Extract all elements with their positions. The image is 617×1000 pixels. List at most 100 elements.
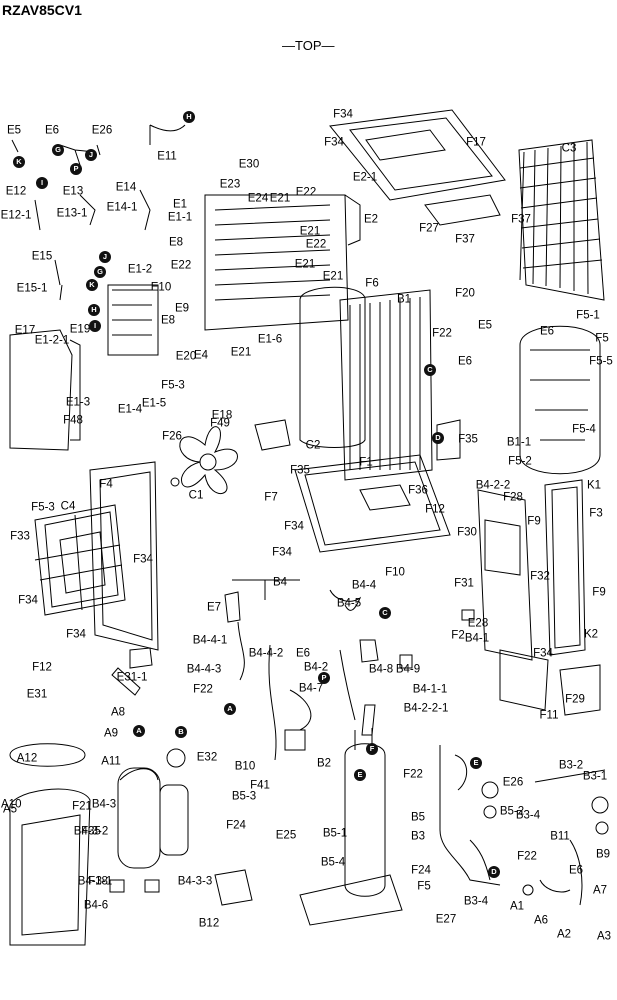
part-label: E15-1 xyxy=(16,282,48,295)
part-label: E12 xyxy=(5,185,27,198)
part-label: B4-2-2 xyxy=(475,479,511,492)
connector-tag: E xyxy=(470,757,482,769)
connector-tag: E xyxy=(354,769,366,781)
part-label: E32 xyxy=(196,751,218,764)
part-label: F22 xyxy=(517,850,537,863)
part-label: B4-5 xyxy=(336,597,362,610)
part-label: F5-1 xyxy=(576,309,600,322)
part-label: A8 xyxy=(110,706,126,719)
part-label: F22 xyxy=(403,768,423,781)
part-label: E21 xyxy=(294,258,316,271)
part-label: E13-1 xyxy=(56,207,88,220)
part-label: C4 xyxy=(60,500,76,513)
connector-tag: K xyxy=(86,279,98,291)
part-label: B3-4 xyxy=(515,809,541,822)
insulation-sheet-drawing xyxy=(9,329,81,451)
part-label: B2 xyxy=(316,757,332,770)
part-label: E11 xyxy=(157,150,177,163)
part-label: F5-4 xyxy=(572,423,596,436)
right-front-panel-drawing xyxy=(461,479,601,716)
part-label: A6 xyxy=(533,914,549,927)
part-label: E23 xyxy=(219,178,241,191)
part-label: E31 xyxy=(26,688,48,701)
base-plate-drawing xyxy=(294,454,451,553)
part-label: E1-6 xyxy=(257,333,283,346)
part-label: E5 xyxy=(6,124,22,137)
part-label: E4 xyxy=(193,349,209,362)
part-label: E22 xyxy=(295,186,317,199)
part-label: E22 xyxy=(305,238,327,251)
part-label: E18 xyxy=(211,409,233,422)
part-label: E6 xyxy=(457,355,473,368)
part-label: F32 xyxy=(530,570,550,583)
part-label: E1-4 xyxy=(117,403,143,416)
part-label: E24 xyxy=(247,192,269,205)
part-label: F36 xyxy=(408,484,428,497)
part-label: B4-4-2 xyxy=(248,647,284,660)
part-label: E17 xyxy=(14,324,36,337)
part-label: E21 xyxy=(230,346,252,359)
part-label: E15 xyxy=(31,250,53,263)
part-label: F22 xyxy=(432,327,452,340)
part-label: B3 xyxy=(410,830,426,843)
part-label: E2 xyxy=(363,213,379,226)
part-label: B5-4 xyxy=(320,856,346,869)
part-label: B4-1-1 xyxy=(412,683,448,696)
part-label: B4-2 xyxy=(303,661,329,674)
part-label: E19 xyxy=(69,323,91,336)
top-panel-drawing xyxy=(329,109,506,226)
fan-motor-drawing xyxy=(170,419,291,494)
part-label: B5-1 xyxy=(322,827,348,840)
part-label: E21 xyxy=(322,270,344,283)
part-label: F5-3 xyxy=(161,379,185,392)
part-label: E1-1 xyxy=(167,211,193,224)
part-label: A10 xyxy=(1,798,22,811)
part-label: F1 xyxy=(359,456,373,469)
part-label: F27 xyxy=(419,222,439,235)
connector-tag: G xyxy=(52,144,64,156)
part-label: E20 xyxy=(175,350,197,363)
part-label: F37 xyxy=(455,233,475,246)
part-label: C1 xyxy=(188,489,204,502)
part-label: K2 xyxy=(583,628,599,641)
connector-tag: D xyxy=(432,432,444,444)
connector-tag: I xyxy=(36,177,48,189)
part-label: B4-3 xyxy=(91,798,117,811)
part-label: F4 xyxy=(99,478,113,491)
part-label: E21 xyxy=(269,192,291,205)
part-label: F29 xyxy=(565,693,585,706)
part-label: E30 xyxy=(238,158,260,171)
part-label: F37 xyxy=(511,213,531,226)
part-label: F3 xyxy=(589,507,603,520)
part-label: F9 xyxy=(592,586,606,599)
part-label: E6 xyxy=(539,325,555,338)
part-label: E1-2 xyxy=(127,263,153,276)
part-label: F5-3 xyxy=(31,501,55,514)
part-label: E5 xyxy=(477,319,493,332)
part-label: C2 xyxy=(305,439,321,452)
part-label: F22 xyxy=(193,683,213,696)
part-label: B10 xyxy=(234,760,256,773)
front-panel-drawing xyxy=(34,461,159,651)
connector-tag: C xyxy=(379,607,391,619)
part-label: B5 xyxy=(410,811,426,824)
connector-tag: J xyxy=(85,149,97,161)
part-label: F34 xyxy=(284,520,304,533)
part-label: B9 xyxy=(595,848,611,861)
part-label: E14-1 xyxy=(106,201,138,214)
part-label: A12 xyxy=(16,752,38,765)
connector-tag: A xyxy=(224,703,236,715)
part-label: F17 xyxy=(466,136,486,149)
part-label: C3 xyxy=(561,142,577,155)
part-label: F33 xyxy=(10,530,30,543)
part-label: F35 xyxy=(290,464,310,477)
part-label: E26 xyxy=(91,124,113,137)
connector-tag: J xyxy=(99,251,111,263)
part-label: E7 xyxy=(206,601,222,614)
part-label: E13 xyxy=(62,185,84,198)
part-label: B3-1 xyxy=(582,770,608,783)
electrical-box-drawing xyxy=(107,194,361,356)
part-label: F48 xyxy=(63,414,83,427)
part-label: B4-8 xyxy=(368,663,394,676)
